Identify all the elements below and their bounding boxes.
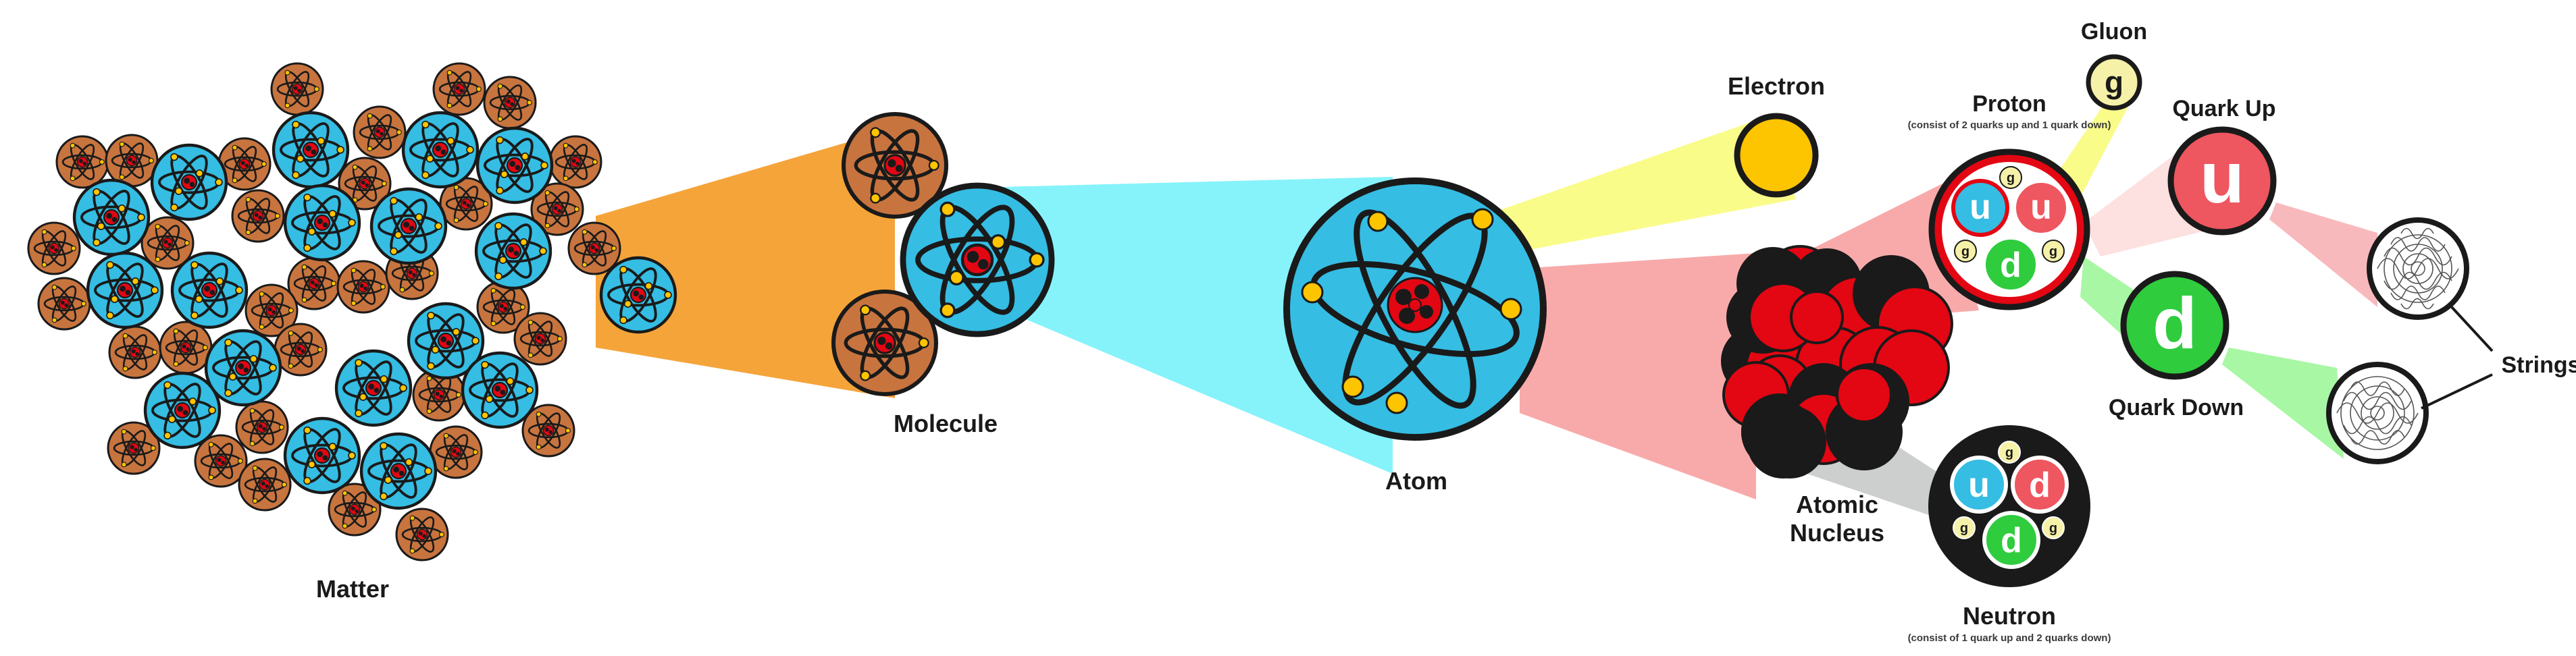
matter-molecule-icon [274, 323, 328, 377]
string-icon-top [2367, 217, 2469, 320]
matter-atom-icon [145, 373, 220, 447]
zoom-beams [596, 94, 2377, 533]
quark-down-label: Quark Down [2109, 395, 2244, 420]
nucleus-label-line1: Atomic [1796, 491, 1878, 518]
gluon-label: Gluon [2081, 19, 2147, 45]
matter-atom-icon [361, 434, 436, 508]
molecule-blue-atom [903, 186, 1052, 334]
matter-molecule-icon [238, 458, 292, 512]
matter-molecule-icon [235, 400, 289, 454]
matter-molecule-icon [513, 312, 567, 366]
matter-molecule-icon [108, 325, 162, 379]
proton-up-quark-symbol: u [2030, 188, 2052, 227]
matter-molecule-icon [231, 189, 285, 243]
matter-atom-icon [371, 189, 446, 263]
molecule-label: Molecule [894, 410, 998, 437]
quark-up-label: Quark Up [2172, 96, 2275, 121]
neutron-icon [1928, 425, 2090, 587]
neutron-label: Neutron [1963, 602, 2056, 630]
matter-atom-icon [88, 253, 162, 327]
atom-to-nucleus-beam [1520, 253, 1756, 499]
matter-molecule-icon [55, 135, 109, 189]
nucleus-label-line2: Nucleus [1790, 519, 1884, 547]
quark-down-to-string-beam [2222, 348, 2344, 459]
matter-atom-icon [285, 186, 359, 260]
atom-label: Atom [1385, 467, 1447, 495]
matter-molecule-icon [483, 76, 537, 130]
matter-molecule-icon [159, 321, 213, 375]
neutron-gluon-symbol: g [2005, 445, 2013, 460]
proton-gluon-symbol: g [1961, 244, 1969, 259]
electron-icon [1734, 113, 1819, 198]
quark-up-to-string-beam [2269, 202, 2377, 307]
quark-down-icon [2120, 271, 2230, 380]
matter-molecule-icon [432, 62, 486, 116]
electron-label: Electron [1728, 72, 1825, 100]
neutron-down-quark-symbol: d [2029, 466, 2051, 505]
matter-atom-icon [285, 418, 359, 493]
proton-up-quark-symbol: u [1969, 188, 1991, 227]
matter-label: Matter [316, 575, 389, 603]
matter-molecule-icon [429, 425, 483, 479]
quark-up-icon [2167, 126, 2277, 236]
neutron-gluon-symbol: g [2049, 521, 2057, 536]
matter-atom-icon [601, 258, 675, 332]
matter-atom-icon [478, 128, 552, 202]
matter-molecule-icon [105, 134, 159, 188]
gluon-icon [2086, 54, 2142, 111]
neutron-down-quark-symbol: d [2001, 521, 2022, 560]
matter-molecule-icon [353, 105, 407, 159]
matter-atom-icon [463, 353, 537, 427]
atom-icon [1283, 177, 1547, 441]
gluon-symbol: g [2105, 65, 2123, 100]
matter-atom-icon [74, 180, 149, 254]
molecule-to-atom-beam [976, 177, 1393, 474]
matter-molecule-icon [567, 221, 621, 275]
quark-down-symbol: d [2153, 282, 2197, 364]
strings-pointer-lines [2421, 306, 2494, 410]
matter-to-molecule-beam [596, 128, 895, 398]
matter-atom-icon [152, 145, 226, 219]
neutron-gluon-symbol: g [1960, 521, 1968, 536]
matter-atom-icon [403, 113, 478, 187]
proton-gluon-symbol: g [2049, 244, 2057, 259]
proton-icon [1928, 148, 2090, 310]
matter-atom-icon [336, 351, 411, 425]
atom-to-electron-beam [1493, 121, 1797, 250]
string-icon-bottom [2326, 362, 2429, 464]
neutron-up-quark-symbol: u [1968, 466, 1990, 505]
matter-molecule-icon [37, 277, 91, 331]
matter-atom-icon [172, 253, 247, 327]
matter-molecule-icon [270, 62, 324, 116]
matter-molecule-icon [336, 260, 390, 314]
matter-atom-icon [476, 214, 550, 288]
proton-down-quark-symbol: d [2000, 246, 2021, 285]
proton-label: Proton [1972, 91, 2046, 117]
quark-up-symbol: u [2200, 136, 2244, 218]
matter-molecule-icon [27, 221, 81, 275]
matter-cluster [27, 62, 675, 562]
matter-molecule-icon [395, 508, 449, 562]
matter-molecule-icon [548, 135, 602, 189]
matter-atom-icon [274, 113, 348, 187]
proton-gluon-symbol: g [2007, 171, 2015, 186]
strings-label: Strings [2501, 352, 2576, 378]
atomic-nucleus-icon [1721, 245, 1953, 479]
proton-note: (consist of 2 quarks up and 1 quark down… [1908, 119, 2111, 131]
neutron-note: (consist of 1 quark up and 2 quarks down… [1908, 632, 2111, 644]
